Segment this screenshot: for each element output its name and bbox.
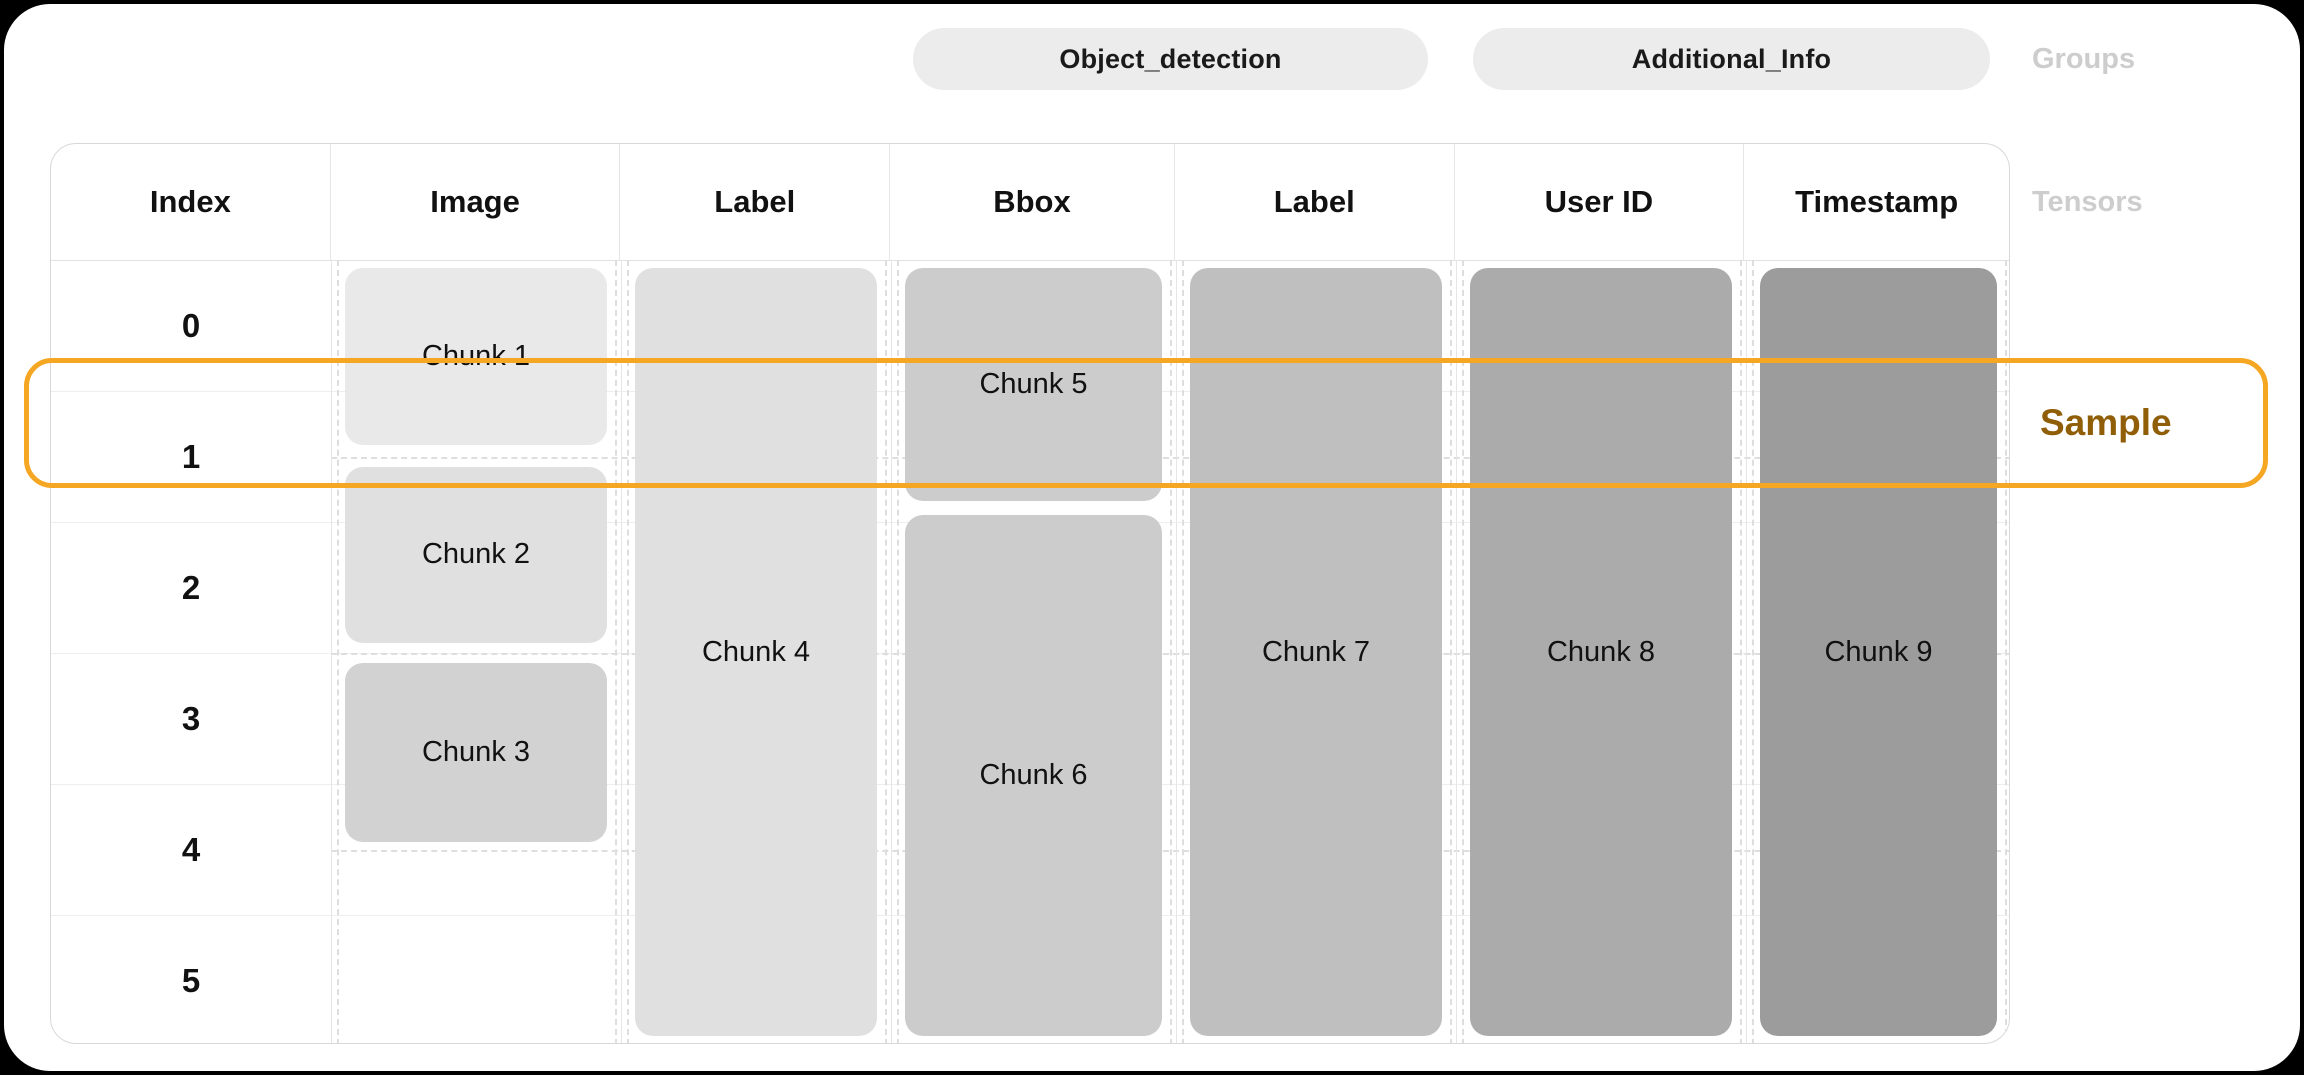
chunk-guide-vertical [1462, 260, 1464, 1043]
index-cell: 4 [181, 830, 201, 868]
column-header-bbox-3[interactable]: Bbox [890, 144, 1175, 260]
chunk-guide-vertical [1182, 260, 1184, 1043]
column-header-image-1[interactable]: Image [331, 144, 621, 260]
column-divider [1456, 260, 1458, 1043]
groups-legend-label: Groups [2032, 42, 2136, 75]
chunk-block[interactable]: Chunk 4 [635, 268, 877, 1036]
index-cell: 2 [181, 568, 201, 606]
chunk-guide-vertical [337, 260, 339, 1043]
chunk-guide-vertical [1752, 260, 1754, 1043]
index-cell: 3 [181, 699, 201, 737]
chunk-guide-vertical [615, 260, 617, 1043]
group-pill-object-detection[interactable]: Object_detection [913, 28, 1428, 90]
chunk-block[interactable]: Chunk 7 [1190, 268, 1442, 1036]
chunk-guide-vertical [627, 260, 629, 1043]
index-cell: 1 [181, 437, 201, 475]
column-divider [331, 260, 333, 1043]
column-divider [1176, 260, 1178, 1043]
chunk-guide-vertical [885, 260, 887, 1043]
column-divider [1746, 260, 1748, 1043]
chunk-block[interactable]: Chunk 6 [905, 514, 1162, 1036]
chunk-block[interactable]: Chunk 1 [345, 268, 607, 445]
index-cell: 0 [181, 306, 201, 344]
chunk-block[interactable]: Chunk 5 [905, 268, 1162, 501]
groups-row: Object_detection Additional_Info Groups [0, 28, 2304, 90]
index-cell: 5 [181, 961, 201, 999]
chunk-guide-vertical [2005, 260, 2007, 1043]
chunk-guide-vertical [1170, 260, 1172, 1043]
group-pill-additional-info[interactable]: Additional_Info [1473, 28, 1990, 90]
column-header-index-0[interactable]: Index [51, 144, 331, 260]
chunk-block[interactable]: Chunk 9 [1760, 268, 1997, 1036]
column-header-timestamp-6[interactable]: Timestamp [1795, 184, 1959, 219]
sample-label: Sample [2040, 402, 2172, 443]
column-header-label-2[interactable]: Label [620, 144, 891, 260]
tensors-legend-label: Tensors [2032, 185, 2143, 218]
chunk-block[interactable]: Chunk 3 [345, 663, 607, 842]
column-divider [891, 260, 893, 1043]
chunk-guide-vertical [1740, 260, 1742, 1043]
chunk-guide-vertical [897, 260, 899, 1043]
column-divider [621, 260, 623, 1043]
column-header-label-4[interactable]: Label [1175, 144, 1455, 260]
chunk-block[interactable]: Chunk 8 [1470, 268, 1732, 1036]
column-header-user-id-5[interactable]: User ID [1455, 144, 1745, 260]
chunk-block[interactable]: Chunk 2 [345, 466, 607, 643]
chunk-guide-vertical [1450, 260, 1452, 1043]
header-divider [51, 260, 2009, 262]
